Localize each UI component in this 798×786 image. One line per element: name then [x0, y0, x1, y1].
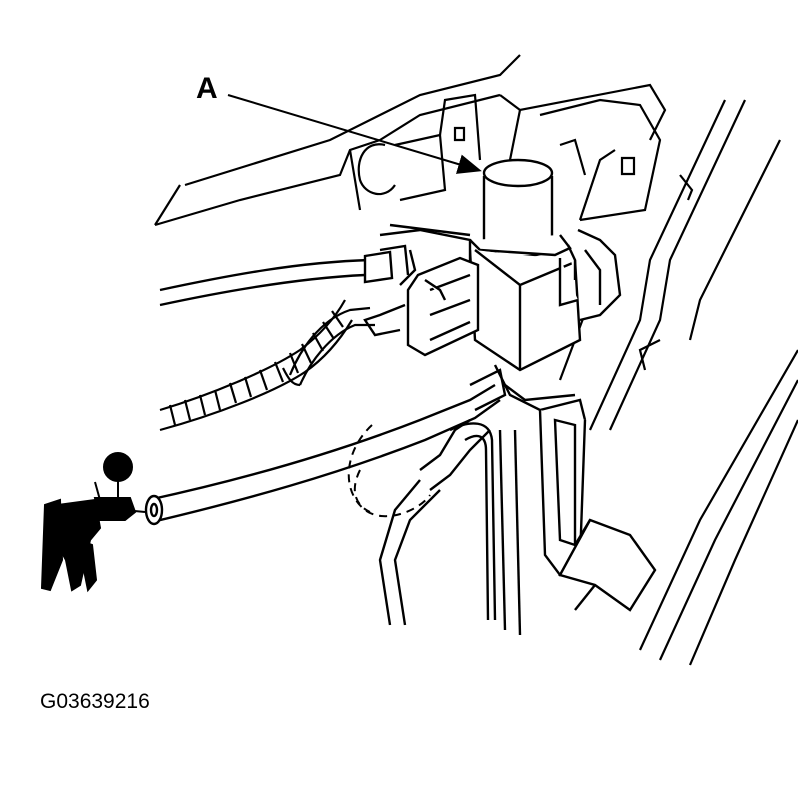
hand-vacuum-pump-icon [42, 453, 145, 590]
electrical-connector [365, 258, 478, 355]
wire-harness [160, 300, 375, 430]
hidden-outline [349, 425, 430, 516]
callout-leader-line [228, 95, 482, 174]
mounting-bracket [495, 230, 655, 610]
callout-label-a: A [196, 72, 218, 105]
vacuum-hoses [146, 246, 520, 635]
frame-rails [560, 100, 798, 665]
body-panel [155, 55, 665, 225]
figure-id: G03639216 [40, 690, 150, 713]
